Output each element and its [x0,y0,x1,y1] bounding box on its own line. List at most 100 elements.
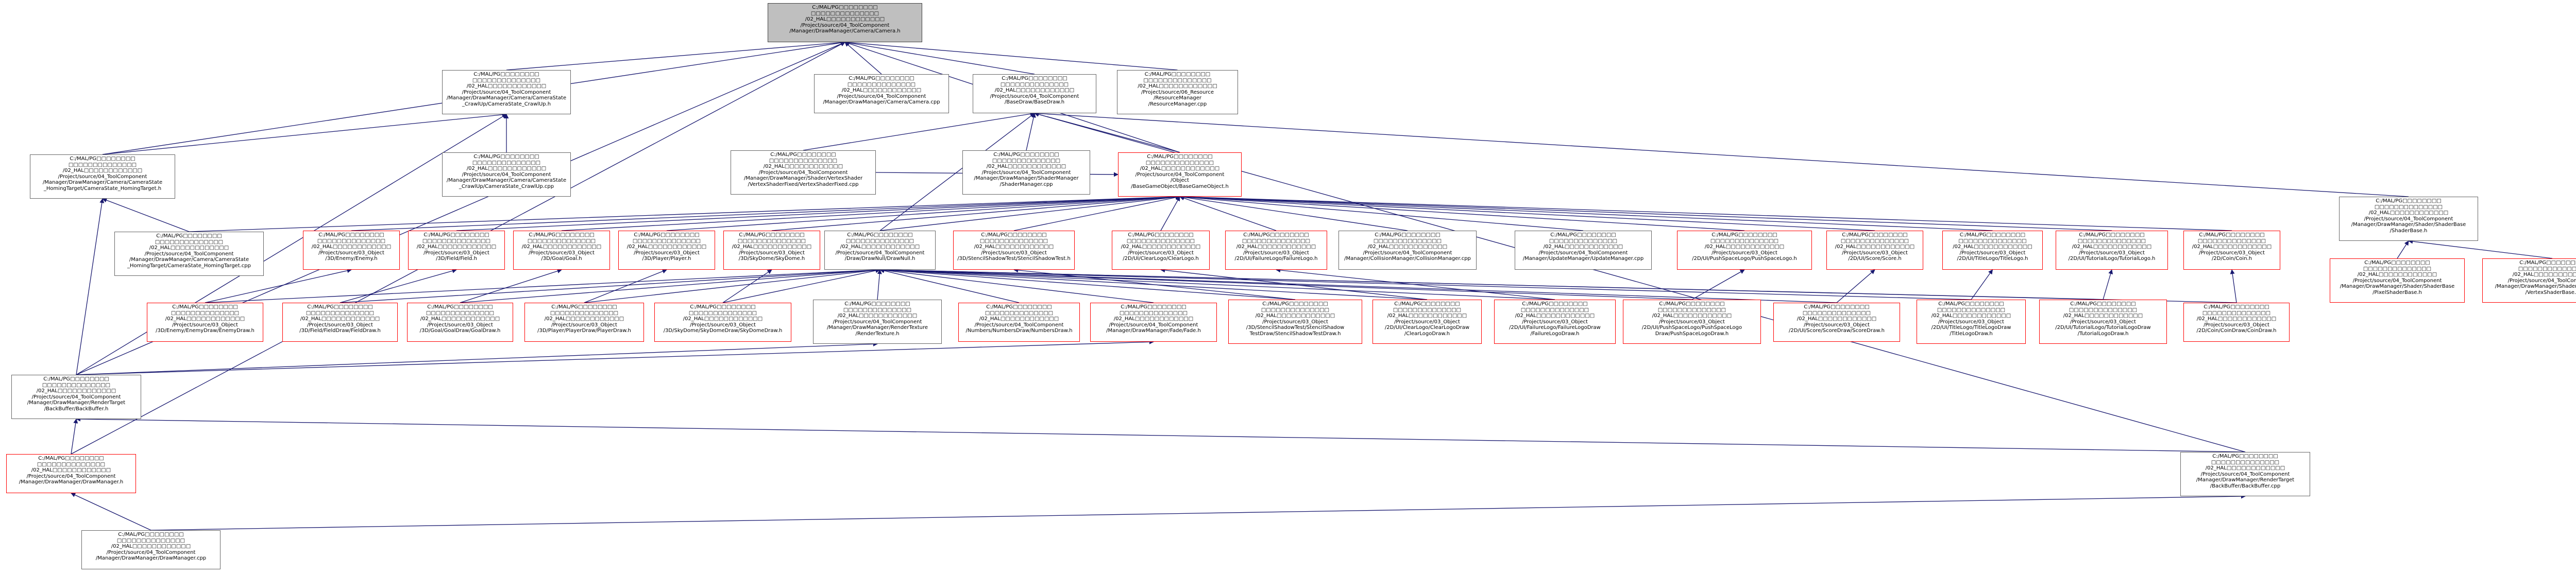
node-label-line: □□□□□□□□□□□□□□ [422,238,491,244]
node-score-h[interactable]: C:/MAL/PG□□□□□□□□□□□□□□□□□□□□□□/02_HAL□□… [1826,231,1923,270]
node-label-line: □□□□□□□□□□□□□□ [2363,266,2432,272]
node-label-line: □□□□□□□□□□□□□□ [1119,310,1188,316]
node-enemydraw-h[interactable]: C:/MAL/PG□□□□□□□□□□□□□□□□□□□□□□/02_HAL□□… [147,303,263,342]
node-label-line: /Project/source/04_ToolComponent [2364,216,2453,222]
include-edge [1276,268,1555,300]
node-stencilshadowtest-h[interactable]: C:/MAL/PG□□□□□□□□□□□□□□□□□□□□□□/02_HAL□□… [953,231,1075,270]
include-edge [76,416,2246,452]
node-label-line: /02_HAL□□□□□□□□□□□□ [1953,244,2032,250]
node-label-line: /Project/source/06_Resource [1141,89,1214,95]
node-label-line: /Object [1171,178,1189,184]
node-label-line: /02_HAL□□□□□□□□□□□□ [2072,244,2152,250]
node-pushspacelogo-h[interactable]: C:/MAL/PG□□□□□□□□□□□□□□□□□□□□□□/02_HAL□□… [1677,231,1812,270]
node-coindraw-h[interactable]: C:/MAL/PG□□□□□□□□□□□□□□□□□□□□□□/02_HAL□□… [2183,303,2290,342]
node-label-line: TestDraw/StencilShadowTestDraw.h [1249,330,1341,337]
node-fade-h[interactable]: C:/MAL/PG□□□□□□□□□□□□□□□□□□□□□□/02_HAL□□… [1090,303,1217,342]
node-titlelogodraw-h[interactable]: C:/MAL/PG□□□□□□□□□□□□□□□□□□□□□□/02_HAL□□… [1917,300,2026,344]
node-tutoriallogo-h[interactable]: C:/MAL/PG□□□□□□□□□□□□□□□□□□□□□□/02_HAL□□… [2056,231,2168,270]
node-numbersdraw-h[interactable]: C:/MAL/PG□□□□□□□□□□□□□□□□□□□□□□/02_HAL□□… [958,303,1080,342]
node-goal-h[interactable]: C:/MAL/PG□□□□□□□□□□□□□□□□□□□□□□/02_HAL□□… [513,231,610,270]
include-edge [150,494,2246,531]
node-skydomedraw-h[interactable]: C:/MAL/PG□□□□□□□□□□□□□□□□□□□□□□/02_HAL□□… [654,303,791,342]
node-label-line: /Project/source/03_Object [1522,319,1588,325]
node-label-line: /Project/source/04_ToolComponent [974,322,1064,328]
node-clearlogodraw-h[interactable]: C:/MAL/PG□□□□□□□□□□□□□□□□□□□□□□/02_HAL□□… [1372,300,1482,344]
node-label-line: □□□□□□□□□□□□□□ [1657,307,1726,313]
include-edge [460,269,562,303]
include-edge [584,269,667,303]
node-label-line: □□□□□□□□□□□□□□ [688,310,757,316]
node-label-line: _CrawlUp/CameraState_CrawlUp.cpp [459,183,554,189]
node-playerdraw-h[interactable]: C:/MAL/PG□□□□□□□□□□□□□□□□□□□□□□/02_HAL□□… [524,303,644,342]
node-label-line: /ShaderBase.h [2389,228,2428,234]
include-edge [844,42,882,75]
node-camerastate-homingtarget-cpp[interactable]: C:/MAL/PG□□□□□□□□□□□□□□□□□□□□□□/02_HAL□□… [114,232,264,276]
node-label-line: C:/MAL/PG□□□□□□□□ [770,152,836,158]
node-updatemanager-cpp[interactable]: C:/MAL/PG□□□□□□□□□□□□□□□□□□□□□□/02_HAL□□… [1515,231,1652,270]
node-titlelogo-h[interactable]: C:/MAL/PG□□□□□□□□□□□□□□□□□□□□□□/02_HAL□□… [1942,231,2043,270]
node-vertexshaderfixed-cpp[interactable]: C:/MAL/PG□□□□□□□□□□□□□□□□□□□□□□/02_HAL□□… [731,150,876,195]
node-label-line: /Project/source/04_ToolComponent [462,171,551,178]
node-label-line: /02_HAL□□□□□□□□□□□□ [841,88,922,94]
node-label-line: /Manager/DrawManager/Shader/ShaderBase [2351,222,2466,228]
node-pixelshaderbase-h[interactable]: C:/MAL/PG□□□□□□□□□□□□□□□□□□□□□□/02_HAL□□… [2330,258,2465,303]
node-drawnull-h[interactable]: C:/MAL/PG□□□□□□□□□□□□□□□□□□□□□□/02_HAL□□… [824,231,936,270]
node-skydome-h[interactable]: C:/MAL/PG□□□□□□□□□□□□□□□□□□□□□□/02_HAL□□… [723,231,820,270]
node-player-h[interactable]: C:/MAL/PG□□□□□□□□□□□□□□□□□□□□□□/02_HAL□□… [618,231,715,270]
node-clearlogo-h[interactable]: C:/MAL/PG□□□□□□□□□□□□□□□□□□□□□□/02_HAL□□… [1112,231,1210,270]
include-edge [722,268,880,303]
node-failurelogodraw-h[interactable]: C:/MAL/PG□□□□□□□□□□□□□□□□□□□□□□/02_HAL□□… [1494,300,1616,344]
node-label-line: C:/MAL/PG□□□□□□□□ [1128,232,1194,238]
node-drawmanager-h[interactable]: C:/MAL/PG□□□□□□□□□□□□□□□□□□□□□□/02_HAL□□… [6,454,136,493]
node-camerastate-crawlup-cpp[interactable]: C:/MAL/PG□□□□□□□□□□□□□□□□□□□□□□/02_HAL□□… [442,152,571,197]
node-collisionmanager-cpp[interactable]: C:/MAL/PG□□□□□□□□□□□□□□□□□□□□□□/02_HAL□□… [1338,231,1477,270]
node-basegameobject-h[interactable]: C:/MAL/PG□□□□□□□□□□□□□□□□□□□□□□/02_HAL□□… [1118,152,1242,197]
node-failurelogo-h[interactable]: C:/MAL/PG□□□□□□□□□□□□□□□□□□□□□□/02_HAL□□… [1225,231,1327,270]
include-edge [879,113,1035,231]
node-label-line: /ResourceManager.cpp [1148,101,1207,107]
node-camera-cpp[interactable]: C:/MAL/PG□□□□□□□□□□□□□□□□□□□□□□/02_HAL□□… [814,74,949,113]
node-label-line: /02_HAL□□□□□□□□□□□□ [979,316,1059,322]
node-label-line: /ClearLogoDraw.h [1404,330,1450,337]
node-enemy-h[interactable]: C:/MAL/PG□□□□□□□□□□□□□□□□□□□□□□/02_HAL□□… [303,231,400,270]
node-label-line: /Project/source/04_ToolComponent [106,549,196,555]
node-label-line: □□□□□□□□□□□□□□ [992,158,1061,164]
node-label-line: □□□□□□□□□□□□□□ [1520,307,1589,313]
node-label-line: /02_HAL□□□□□□□□□□□□ [974,244,1054,250]
node-goaldraw-h[interactable]: C:/MAL/PG□□□□□□□□□□□□□□□□□□□□□□/02_HAL□□… [407,303,513,342]
node-camerastate-homingtarget-h[interactable]: C:/MAL/PG□□□□□□□□□□□□□□□□□□□□□□/02_HAL□□… [30,154,175,199]
node-pushspacelogodraw-h[interactable]: C:/MAL/PG□□□□□□□□□□□□□□□□□□□□□□/02_HAL□□… [1623,300,1761,344]
node-label-line: C:/MAL/PG□□□□□□□□ [307,304,373,310]
node-label-line: /Project/source/03_Object [1394,319,1460,325]
node-field-h[interactable]: C:/MAL/PG□□□□□□□□□□□□□□□□□□□□□□/02_HAL□□… [408,231,505,270]
include-edge [1179,194,2112,231]
node-rendertexture-h[interactable]: C:/MAL/PG□□□□□□□□□□□□□□□□□□□□□□/02_HAL□□… [813,300,942,344]
node-tutoriallogodraw-h[interactable]: C:/MAL/PG□□□□□□□□□□□□□□□□□□□□□□/02_HAL□□… [2039,300,2167,344]
node-vertexshaderbase-h[interactable]: C:/MAL/PG□□□□□□□□□□□□□□□□□□□□□□/02_HAL□□… [2482,258,2576,303]
node-scoredraw-h[interactable]: C:/MAL/PG□□□□□□□□□□□□□□□□□□□□□□/02_HAL□□… [1773,303,1900,342]
node-coin-h[interactable]: C:/MAL/PG□□□□□□□□□□□□□□□□□□□□□□/02_HAL□□… [2183,231,2280,270]
node-resourcemanager-cpp[interactable]: C:/MAL/PG□□□□□□□□□□□□□□□□□□□□□□/02_HAL□□… [1117,70,1238,114]
node-label-line: C:/MAL/PG□□□□□□□□ [844,301,910,307]
node-label-line: □□□□□□□□□□□□□□ [1958,238,2027,244]
node-shaderbase-h[interactable]: C:/MAL/PG□□□□□□□□□□□□□□□□□□□□□□/02_HAL□□… [2339,197,2478,241]
node-drawmanager-cpp[interactable]: C:/MAL/PG□□□□□□□□□□□□□□□□□□□□□□/02_HAL□□… [81,530,221,569]
node-label-line: /02_HAL□□□□□□□□□□□□ [840,244,920,250]
node-label-line: □□□□□□□□□□□□□□ [2202,310,2271,316]
include-edge [879,267,1555,300]
node-camerastate-crawlup-h[interactable]: C:/MAL/PG□□□□□□□□□□□□□□□□□□□□□□/02_HAL□□… [442,70,571,114]
node-shadermanager-cpp[interactable]: C:/MAL/PG□□□□□□□□□□□□□□□□□□□□□□/02_HAL□□… [962,150,1090,195]
node-label-line: □□□□□□□□□□□□□□ [985,310,1054,316]
node-label-line: /02_HAL□□□□□□□□□□□□ [1931,313,2011,319]
node-backbuffer-cpp[interactable]: C:/MAL/PG□□□□□□□□□□□□□□□□□□□□□□/02_HAL□□… [2180,452,2310,496]
node-label-line: /Project/source/03_Object [318,250,384,256]
node-label-line: C:/MAL/PG□□□□□□□□ [156,233,222,239]
node-fielddraw-h[interactable]: C:/MAL/PG□□□□□□□□□□□□□□□□□□□□□□/02_HAL□□… [282,303,398,342]
node-stencilshadowtestdraw-h[interactable]: C:/MAL/PG□□□□□□□□□□□□□□□□□□□□□□/02_HAL□□… [1228,300,1362,344]
node-label-line: C:/MAL/PG□□□□□□□□ [812,5,878,10]
node-backbuffer-h[interactable]: C:/MAL/PG□□□□□□□□□□□□□□□□□□□□□□/02_HAL□□… [11,375,141,419]
include-edge [2408,239,2553,259]
node-basedraw-h[interactable]: C:/MAL/PG□□□□□□□□□□□□□□□□□□□□□□/02_HAL□□… [973,74,1096,113]
include-edge [1013,268,1296,300]
node-label-line: /Manager/DrawManager/Camera/CameraState [446,178,567,184]
